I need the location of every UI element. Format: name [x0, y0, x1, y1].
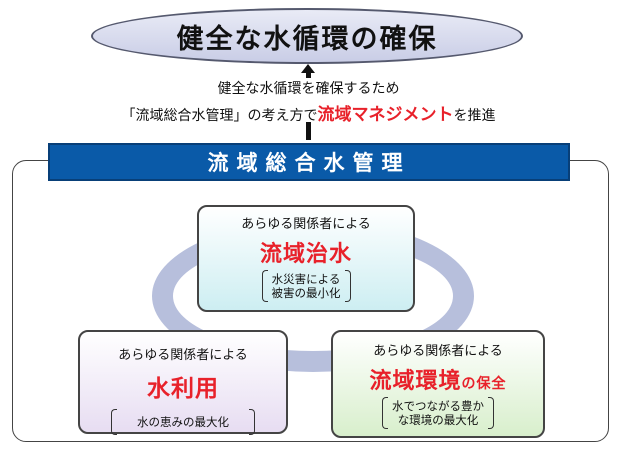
- arrow-stem: [306, 72, 311, 78]
- box-environment-heading-wrap: 流域環境の保全: [333, 363, 543, 395]
- box-environment-subtext: 水でつながる豊か な環境の最大化: [333, 397, 543, 429]
- box-flood-actor: あらゆる関係者による: [241, 217, 371, 232]
- box-water-use-bracket: 水の恵みの最大化: [111, 409, 255, 435]
- box-flood-subtext: 水災害による 被害の最小化: [199, 270, 413, 302]
- box-flood-sub-2: 被害の最小化: [271, 286, 341, 300]
- box-environment-bracket: 水でつながる豊か な環境の最大化: [382, 397, 494, 429]
- box-environment: あらゆる関係者による 流域環境の保全 水でつながる豊か な環境の最大化: [331, 330, 545, 438]
- box-environment-heading: 流域環境: [369, 369, 462, 394]
- box-flood-bracket: 水災害による 被害の最小化: [261, 270, 351, 302]
- goal-title: 健全な水循環の確保: [176, 23, 438, 55]
- box-flood-control: あらゆる関係者による 流域治水 水災害による 被害の最小化: [197, 205, 415, 312]
- box-water-use: あらゆる関係者による 水利用 水の恵みの最大化: [78, 330, 288, 435]
- box-flood-sub-1: 水災害による: [271, 272, 341, 286]
- main-banner: 流域総合水管理: [48, 143, 570, 181]
- purpose-line-2-after: を推進: [453, 108, 496, 124]
- purpose-highlight: 流域マネジメント: [317, 105, 454, 125]
- purpose-line-1: 健全な水循環を確保するため: [217, 81, 400, 97]
- box-environment-sub-2: な環境の最大化: [397, 413, 479, 427]
- main-banner-label: 流域総合水管理: [207, 151, 411, 175]
- box-water-use-heading: 水利用: [147, 376, 219, 402]
- box-flood-heading: 流域治水: [259, 242, 352, 267]
- box-water-use-sub-1: 水の恵みの最大化: [137, 415, 229, 429]
- box-water-use-subtext: 水の恵みの最大化: [80, 409, 286, 435]
- purpose-line-2-before: 「流域総合水管理」の考え方で: [121, 108, 318, 124]
- connector-stem: [306, 122, 311, 140]
- box-environment-sub-1: 水でつながる豊か: [392, 399, 484, 413]
- box-environment-actor: あらゆる関係者による: [373, 344, 503, 359]
- goal-ellipse: 健全な水循環の確保: [91, 8, 523, 64]
- arrow-up-icon: [301, 64, 315, 73]
- box-environment-heading-suffix: の保全: [461, 376, 507, 392]
- box-water-use-actor: あらゆる関係者による: [118, 348, 248, 363]
- purpose-line-2: 「流域総合水管理」の考え方で流域マネジメントを推進: [0, 100, 617, 125]
